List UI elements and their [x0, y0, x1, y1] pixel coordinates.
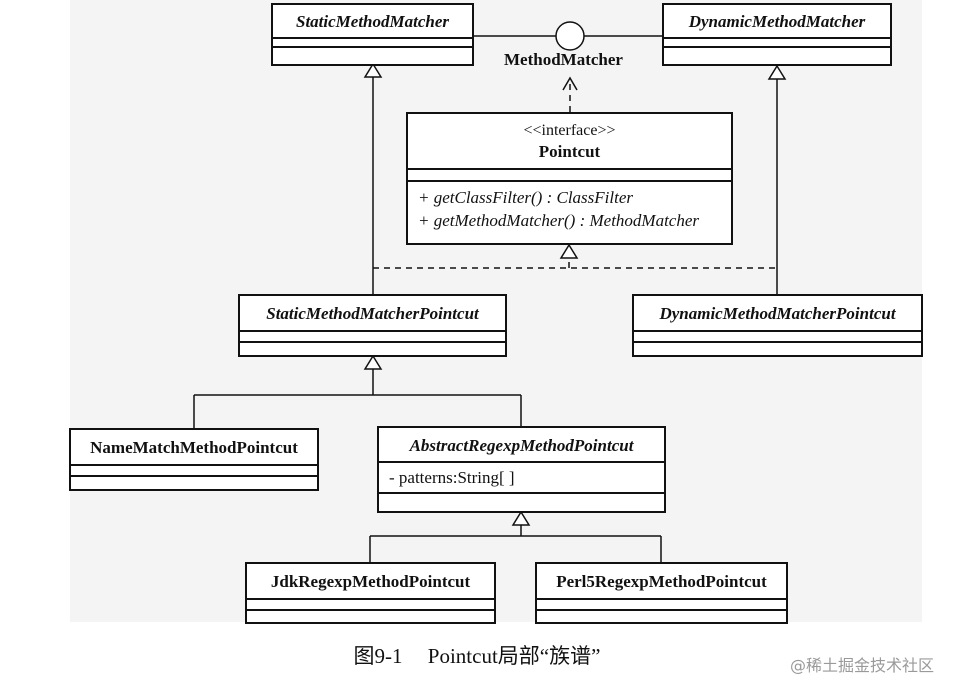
dependency-arrowhead: [562, 76, 578, 91]
attributes-compartment: [71, 464, 317, 475]
operations-compartment: [240, 341, 505, 353]
attributes-compartment: [664, 37, 890, 46]
operations-compartment: [273, 46, 472, 56]
operations-compartment: [537, 609, 786, 620]
attributes-compartment: [634, 330, 921, 341]
realization-arrow-pointcut: [559, 243, 579, 259]
watermark: @稀土掘金技术社区: [789, 656, 934, 675]
operations-compartment: + getClassFilter() : ClassFilter + getMe…: [408, 180, 731, 243]
operations-compartment: [247, 609, 494, 620]
operations-compartment: [664, 46, 890, 56]
class-name: StaticMethodMatcher: [295, 12, 449, 31]
attributes-compartment: [273, 37, 472, 46]
operations-compartment: [379, 492, 664, 512]
figure-caption: 图9-1 Pointcut局部“族谱”: [0, 640, 954, 670]
generalization-arrow-static: [363, 62, 383, 78]
generalization-arrow-dynamic: [767, 64, 787, 80]
class-static-method-matcher: StaticMethodMatcher: [271, 3, 474, 66]
stereotype-label: <<interface>>: [523, 122, 616, 139]
class-perl5-regexp-method-pointcut: Perl5RegexpMethodPointcut: [535, 562, 788, 624]
class-name: StaticMethodMatcherPointcut: [266, 304, 479, 323]
attributes-compartment: [408, 168, 731, 180]
attributes-compartment: [537, 598, 786, 609]
class-name-match-method-pointcut: NameMatchMethodPointcut: [69, 428, 319, 491]
attributes-compartment: - patterns:String[ ]: [379, 461, 664, 492]
class-static-method-matcher-pointcut: StaticMethodMatcherPointcut: [238, 294, 507, 357]
methodmatcher-interface-circle: [555, 21, 585, 51]
name-compartment: <<interface>> Pointcut: [408, 114, 731, 168]
interface-pointcut: <<interface>> Pointcut + getClassFilter(…: [406, 112, 733, 245]
operations-compartment: [634, 341, 921, 353]
class-name: AbstractRegexpMethodPointcut: [409, 436, 634, 455]
class-name: DynamicMethodMatcher: [688, 12, 866, 31]
class-abstract-regexp-method-pointcut: AbstractRegexpMethodPointcut - patterns:…: [377, 426, 666, 513]
attributes-compartment: [247, 598, 494, 609]
class-dynamic-method-matcher-pointcut: DynamicMethodMatcherPointcut: [632, 294, 923, 357]
class-dynamic-method-matcher: DynamicMethodMatcher: [662, 3, 892, 66]
generalization-arrow-abstractregexp: [511, 510, 531, 526]
class-name: Pointcut: [538, 142, 601, 161]
figure-title: Pointcut局部“族谱”: [427, 644, 601, 668]
attributes-compartment: [240, 330, 505, 341]
method-get-method-matcher: + getMethodMatcher() : MethodMatcher: [418, 211, 700, 230]
class-jdk-regexp-method-pointcut: JdkRegexpMethodPointcut: [245, 562, 496, 624]
method-get-class-filter: + getClassFilter() : ClassFilter: [418, 188, 633, 207]
class-name: NameMatchMethodPointcut: [90, 438, 298, 457]
class-name: Perl5RegexpMethodPointcut: [556, 572, 767, 591]
operations-compartment: [71, 475, 317, 487]
class-name: DynamicMethodMatcherPointcut: [659, 304, 896, 323]
figure-number: 图9-1: [353, 644, 403, 668]
generalization-arrow-smmp: [363, 354, 383, 370]
methodmatcher-interface-label: MethodMatcher: [504, 50, 623, 69]
class-name: JdkRegexpMethodPointcut: [270, 572, 471, 591]
attribute-patterns: - patterns:String[ ]: [389, 468, 515, 487]
